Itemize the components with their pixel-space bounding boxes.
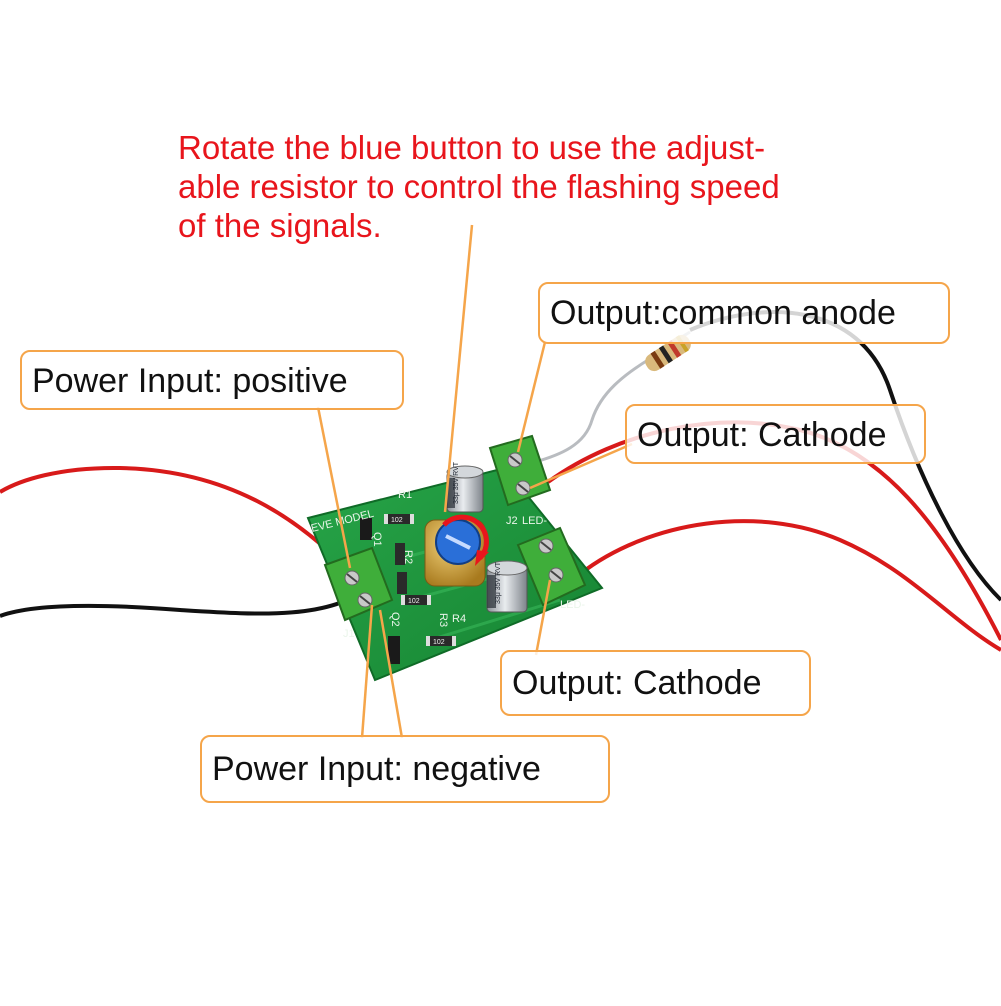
label-output-cathode-1: Output: Cathode xyxy=(625,404,926,464)
component-markings: 102 102 102 xyxy=(391,517,445,646)
pointer-power-positive xyxy=(316,406,352,569)
capacitor-markings: 33μ 35V RVT 33μ 35V RVT xyxy=(453,461,502,604)
output-terminal-j2 xyxy=(488,434,552,507)
pointer-lines xyxy=(316,224,633,739)
silk-r3: R3 xyxy=(437,613,449,627)
smd-code-3: 102 xyxy=(433,639,445,646)
cap-1-text: 33μ 35V RVT xyxy=(453,461,460,504)
pointer-instruction xyxy=(443,224,474,513)
label-output-anode: Output:common anode xyxy=(538,282,950,344)
pointer-power-negative-2 xyxy=(378,609,404,739)
smd-code-1: 102 xyxy=(391,517,403,524)
trimmer-potentiometer xyxy=(424,519,486,587)
power-wire-red xyxy=(0,465,352,574)
silk-q1: Q1 xyxy=(371,532,383,547)
resistor-lead xyxy=(534,348,666,464)
label-output-cathode-2: Output: Cathode xyxy=(500,650,811,716)
instruction-note: Rotate the blue button to use the adjust… xyxy=(178,128,780,245)
instruction-line-1: Rotate the blue button to use the adjust… xyxy=(178,129,766,166)
silk-r1: R1 xyxy=(398,489,412,501)
capacitor-1 xyxy=(446,465,484,513)
cathode-wire-red-2 xyxy=(578,519,1001,652)
smd-code-2: 102 xyxy=(408,598,420,605)
smd-components xyxy=(360,514,456,664)
pointer-power-negative-1 xyxy=(360,604,374,739)
silk-j1: J1 xyxy=(343,628,355,640)
label-power-positive: Power Input: positive xyxy=(20,350,404,410)
power-wire-black xyxy=(0,583,374,618)
pointer-anode xyxy=(516,341,547,453)
power-terminal-block xyxy=(323,546,394,622)
silk-r2: R2 xyxy=(402,550,414,564)
instruction-line-2: able resistor to control the flashing sp… xyxy=(178,168,780,205)
rotation-arrow xyxy=(442,514,489,560)
instruction-line-3: of the signals. xyxy=(178,207,382,244)
output-terminal-led2 xyxy=(516,526,587,607)
silk-q2: Q2 xyxy=(389,612,401,627)
pointer-cathode-1 xyxy=(529,442,633,490)
silk-j2: J2 xyxy=(506,515,518,527)
silk-led-1: LED- xyxy=(522,515,547,527)
cap-2-text: 33μ 35V RVT xyxy=(495,561,502,604)
pointer-cathode-2 xyxy=(534,579,552,656)
silk-led-2: LED- xyxy=(560,599,585,611)
capacitor-2 xyxy=(486,560,528,613)
silk-r4: R4 xyxy=(452,613,466,625)
label-power-negative: Power Input: negative xyxy=(200,735,610,803)
